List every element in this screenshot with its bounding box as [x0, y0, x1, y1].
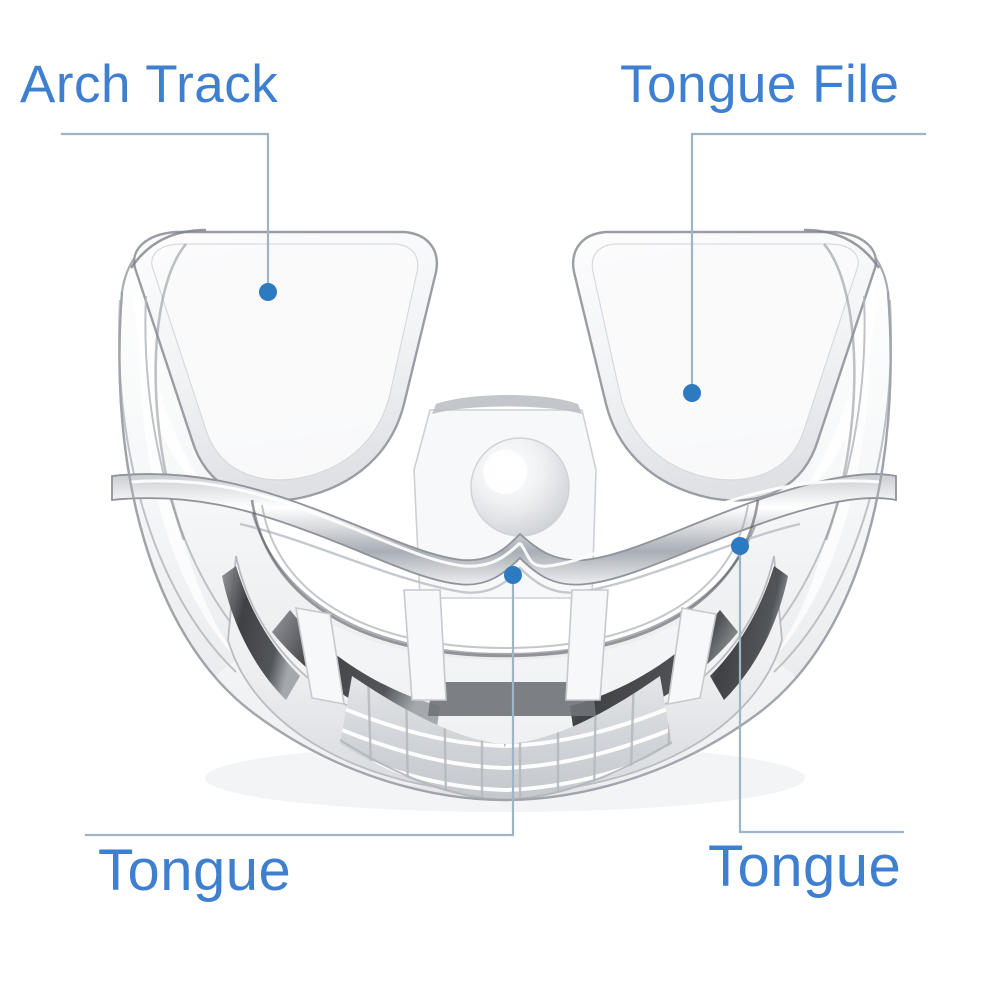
callout-label-arch-track: Arch Track	[20, 55, 279, 114]
callout-label-tongue-file: Tongue File	[620, 55, 900, 114]
callout-label-tongue-right: Tongue	[708, 834, 902, 899]
callout-label-tongue-left: Tongue	[98, 838, 292, 903]
